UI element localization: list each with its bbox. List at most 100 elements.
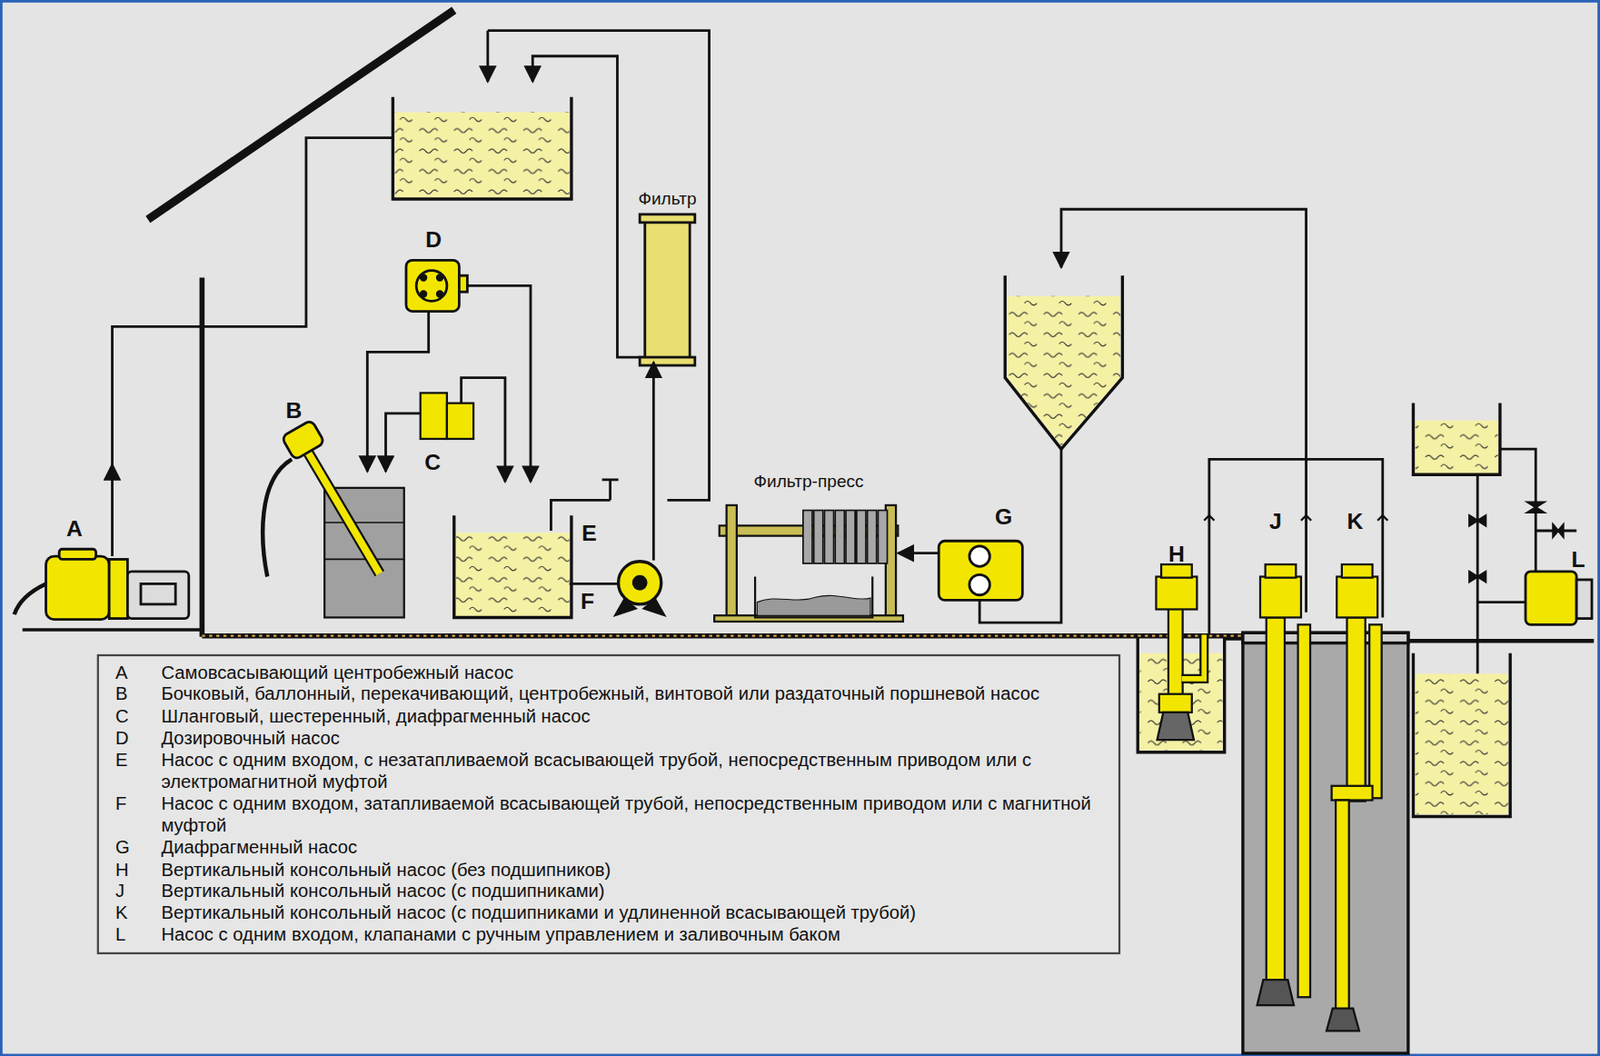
valves bbox=[1469, 515, 1486, 526]
callout-letter: A bbox=[66, 515, 83, 542]
pump-a bbox=[140, 583, 176, 604]
pipes bbox=[1477, 600, 1526, 604]
pump-j bbox=[1266, 616, 1285, 980]
building bbox=[201, 635, 1243, 637]
pump-c bbox=[447, 403, 474, 439]
pump-j bbox=[1257, 979, 1294, 1005]
pipes bbox=[386, 413, 421, 472]
filter-press-plates bbox=[856, 510, 866, 564]
pump-j bbox=[1298, 624, 1311, 997]
pump-d bbox=[406, 259, 459, 311]
table-key: H bbox=[99, 858, 162, 881]
pump-j bbox=[1265, 564, 1297, 578]
pump-j bbox=[1257, 564, 1311, 1005]
table-key: K bbox=[99, 902, 162, 925]
valves bbox=[1469, 571, 1486, 582]
table-key: E bbox=[99, 749, 162, 794]
pump-g bbox=[969, 574, 990, 595]
table-row: CШланговый, шестеренный, диафрагменный н… bbox=[99, 705, 1119, 728]
pump-c bbox=[420, 392, 474, 439]
building bbox=[22, 9, 1595, 641]
table-key: C bbox=[99, 705, 162, 728]
pump-d bbox=[406, 259, 468, 311]
filter-press-plates bbox=[834, 510, 845, 564]
callout-letter: E bbox=[581, 520, 597, 547]
pump-g bbox=[969, 546, 990, 567]
filter: Фильтр bbox=[645, 218, 690, 362]
pump-d bbox=[420, 291, 427, 298]
callout-letter: B bbox=[285, 397, 302, 425]
pipes bbox=[110, 464, 114, 480]
filter-press-plates bbox=[845, 510, 855, 564]
pump-d bbox=[458, 275, 468, 292]
table-description: Шланговый, шестеренный, диафрагменный на… bbox=[160, 705, 1110, 728]
pump-h bbox=[1155, 564, 1204, 740]
tanks bbox=[1415, 673, 1509, 815]
pump-g bbox=[938, 540, 1023, 600]
pump-a bbox=[127, 571, 189, 619]
table-description: Дозировочный насос bbox=[160, 727, 1110, 750]
table-description: Вертикальный консольный насос (без подши… bbox=[160, 858, 1110, 881]
pump-b bbox=[306, 448, 380, 574]
equipment-label: Фильтр bbox=[637, 188, 696, 209]
callout-letter: K bbox=[1346, 507, 1363, 535]
table-description: Насос с одним входом, с незатапливаемой … bbox=[160, 749, 1110, 794]
pump-c bbox=[420, 392, 448, 439]
table-row: AСамовсасывающий центробежный насос bbox=[99, 662, 1119, 685]
filter-press-plates bbox=[803, 510, 888, 564]
table-key: A bbox=[99, 662, 162, 685]
pump-k bbox=[1341, 564, 1373, 578]
pipes bbox=[532, 56, 643, 358]
pipes bbox=[1061, 208, 1307, 613]
building bbox=[22, 627, 205, 631]
table-key: B bbox=[99, 684, 162, 706]
pump-h bbox=[1159, 694, 1193, 713]
tanks bbox=[1412, 403, 1500, 476]
equipment-label: Фильтр-пресс bbox=[753, 471, 864, 492]
tanks bbox=[454, 515, 572, 617]
table-description: Насос с одним входом, клапанами с ручным… bbox=[160, 924, 1110, 946]
callout-letter: H bbox=[1168, 540, 1185, 567]
table-key: J bbox=[99, 880, 162, 903]
table-description: Вертикальный консольный насос (с подшипн… bbox=[160, 902, 1110, 925]
pump-d bbox=[420, 275, 427, 281]
pipes bbox=[458, 285, 531, 482]
pump-h bbox=[1155, 576, 1197, 610]
pump-k bbox=[1335, 800, 1350, 1010]
pump-b bbox=[324, 558, 405, 561]
callout-letter: F bbox=[580, 588, 595, 616]
pump-a bbox=[59, 548, 96, 559]
tanks bbox=[1412, 653, 1511, 817]
pump-b bbox=[281, 419, 326, 460]
table-description: Бочковый, баллонный, перекачивающий, цен… bbox=[160, 684, 1110, 706]
tanks bbox=[1004, 275, 1123, 449]
table-row: LНасос с одним входом, клапанами с ручны… bbox=[99, 924, 1119, 946]
filter-press bbox=[726, 505, 737, 620]
filter bbox=[639, 214, 696, 223]
pump-b bbox=[262, 458, 292, 577]
pump-f bbox=[616, 561, 664, 615]
tanks bbox=[395, 112, 570, 199]
table-description: Насос с одним входом, затапливаемой всас… bbox=[160, 793, 1110, 837]
pipes bbox=[487, 30, 710, 501]
building bbox=[1408, 638, 1594, 643]
table-key: L bbox=[99, 924, 162, 946]
filter-press-plates bbox=[803, 510, 813, 564]
pump-d bbox=[416, 270, 448, 302]
callout-letter: C bbox=[424, 448, 441, 476]
table-description: Диафрагменный насос bbox=[160, 836, 1110, 859]
pump-a bbox=[14, 583, 47, 615]
table-row: DДозировочный насос bbox=[99, 727, 1119, 750]
callout-letter: D bbox=[425, 226, 442, 253]
table-row: HВертикальный консольный насос (без подш… bbox=[99, 858, 1119, 881]
pump-g bbox=[938, 540, 1023, 600]
building bbox=[201, 633, 1243, 639]
filter-press-plates bbox=[877, 510, 887, 564]
pump-k bbox=[1346, 616, 1365, 801]
pump-a bbox=[14, 548, 189, 619]
pump-b bbox=[306, 448, 380, 574]
filter-press-plates bbox=[814, 510, 824, 564]
pump-f bbox=[633, 576, 646, 589]
valves bbox=[1552, 524, 1563, 537]
table-row: KВертикальный консольный насос (с подшип… bbox=[99, 902, 1119, 925]
